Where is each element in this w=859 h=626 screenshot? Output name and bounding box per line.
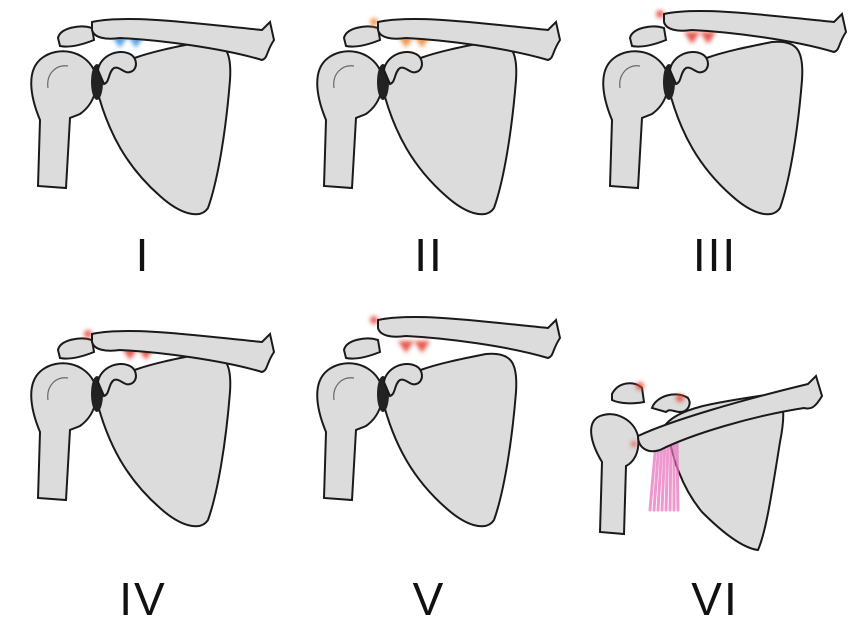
coracoid: [652, 394, 690, 412]
humerus: [317, 363, 382, 500]
humerus: [31, 363, 96, 500]
panel-type-1: I: [0, 0, 286, 312]
acromion: [58, 26, 94, 46]
panel-label: V: [286, 572, 572, 626]
acromion: [630, 26, 666, 46]
panel-type-5: V: [286, 312, 572, 624]
panel-type-2: II: [286, 0, 572, 312]
shoulder-svg: [0, 0, 286, 250]
humerus: [603, 51, 668, 188]
panel-label: VI: [572, 572, 858, 626]
humerus: [591, 414, 638, 534]
panel-type-3: III: [572, 0, 858, 312]
shoulder-svg: [0, 312, 286, 562]
panel-label: III: [572, 228, 858, 282]
humerus: [317, 51, 382, 188]
shoulder-svg: [572, 0, 858, 250]
panel-type-4: IV: [0, 312, 286, 624]
shoulder-svg: [572, 312, 858, 562]
panel-label: I: [0, 228, 286, 282]
shoulder-svg: [286, 312, 572, 562]
acromion: [344, 338, 380, 358]
acromion: [58, 338, 94, 358]
panel-label: II: [286, 228, 572, 282]
panel-type-6: VI: [572, 312, 858, 624]
panel-label: IV: [0, 572, 286, 626]
humerus: [31, 51, 96, 188]
shoulder-svg: [286, 0, 572, 250]
acromion: [344, 26, 380, 46]
